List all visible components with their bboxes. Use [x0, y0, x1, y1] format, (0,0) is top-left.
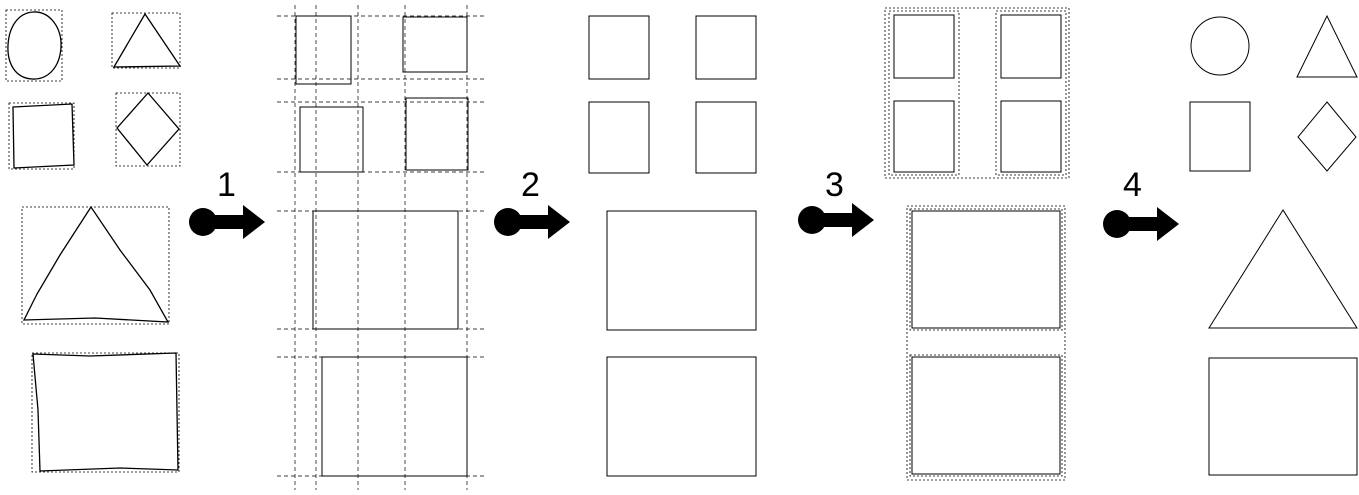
group-box-5-outline [909, 208, 1063, 331]
step-3-arrow: 3 [798, 166, 874, 237]
sketch-bounding-boxes [5, 9, 181, 473]
step-1-label: 1 [217, 166, 236, 204]
unaligned-boxes [295, 15, 469, 477]
clean-triangle-large [1208, 209, 1358, 329]
step-3-label: 3 [825, 166, 844, 204]
step-2-label: 2 [521, 166, 540, 204]
sketched-square [12, 103, 75, 169]
bbox-triangle-large [21, 206, 170, 325]
grouped-box-5 [911, 210, 1061, 329]
alignment-guide-lines [277, 5, 487, 490]
group-right-column [995, 10, 1067, 176]
pin-arrow-right-icon [189, 205, 265, 239]
bbox-diamond [115, 92, 181, 167]
bbox-ellipse [5, 9, 63, 82]
box-2 [402, 16, 468, 73]
group-top [884, 7, 1070, 179]
pin-arrow-right-icon [798, 203, 874, 237]
sketched-diamond [116, 92, 180, 167]
box-1 [295, 15, 352, 85]
aligned-box-4 [695, 101, 757, 174]
sketched-ellipse [7, 11, 62, 80]
sketched-triangle-small [112, 12, 182, 68]
aligned-box-2 [695, 15, 757, 80]
box-5 [312, 210, 459, 330]
panel-alignment-guides [277, 5, 487, 490]
box-3 [299, 106, 364, 173]
panel-aligned-boxes [588, 15, 757, 477]
panel-hand-drawn-sketch [5, 9, 182, 473]
box-4 [405, 97, 469, 171]
group-left-column [888, 10, 960, 176]
step-1-arrow: 1 [189, 166, 265, 239]
clean-rectangle [1208, 357, 1358, 476]
sketched-triangle-large [22, 205, 170, 323]
sketch-strokes [7, 11, 182, 472]
clean-circle [1190, 16, 1250, 76]
clean-diamond [1297, 101, 1357, 172]
group-outlines [884, 7, 1070, 481]
sketched-rectangle [32, 352, 179, 472]
box-6 [321, 356, 468, 477]
grouped-box-4 [1000, 100, 1062, 173]
step-4-label: 4 [1123, 166, 1142, 204]
pin-arrow-right-icon [494, 205, 570, 239]
aligned-box-5 [606, 210, 757, 331]
clean-triangle-small [1296, 14, 1358, 78]
pin-arrow-right-icon [1103, 207, 1179, 241]
step-4-arrow: 4 [1103, 166, 1179, 241]
aligned-box-1 [588, 15, 650, 80]
bbox-square [8, 102, 75, 170]
clean-square [1189, 101, 1251, 172]
bbox-triangle-small [111, 12, 181, 69]
grouped-box-6 [911, 356, 1061, 475]
aligned-box-6 [606, 356, 757, 477]
grouped-box-1 [893, 14, 955, 79]
panel-beautified-shapes [1189, 14, 1358, 476]
grouped-box-3 [893, 100, 955, 173]
step-2-arrow: 2 [494, 166, 570, 239]
aligned-box-3 [588, 101, 650, 174]
panel-grouped-boxes [884, 7, 1070, 481]
grouped-box-2 [1000, 14, 1062, 79]
bbox-rectangle [31, 352, 180, 473]
grouped-boxes [893, 14, 1062, 475]
group-bottom [906, 205, 1066, 481]
group-box-6-outline [909, 354, 1063, 477]
